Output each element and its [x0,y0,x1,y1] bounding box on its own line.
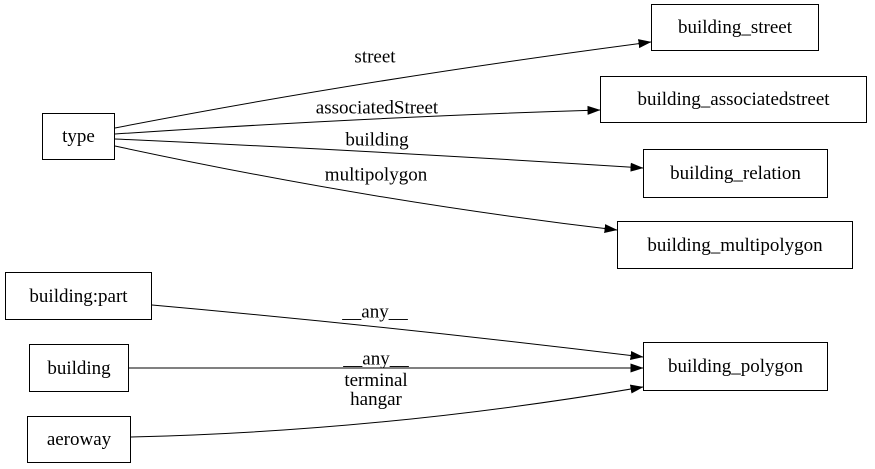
edge-label-multipolygon: multipolygon [324,164,428,186]
node-building-relation-label: building_relation [670,163,801,184]
node-building-street: building_street [651,4,819,51]
edge-type-building_relation [114,138,644,172]
node-building-label: building [47,357,111,379]
edge-label-terminal: terminal [344,370,408,391]
edge-type-building_street [114,39,652,129]
edge-type-building_associatedstreet [114,105,601,135]
edge-label-any-building: __any__ [343,348,409,370]
node-type-label: type [62,126,95,147]
node-building-street-label: building_street [678,17,792,38]
node-building-associatedstreet-label: building_associatedstreet [637,89,830,110]
edge-label-terminal-hangar: terminal hangar [344,371,407,409]
node-building-polygon-label: building_polygon [667,356,804,377]
edge-label-building: building [345,129,409,151]
node-building-multipolygon-label: building_multipolygon [647,234,823,256]
node-building-associatedstreet: building_associatedstreet [600,76,867,123]
node-aeroway-label: aeroway [46,429,112,450]
node-building-multipolygon: building_multipolygon [617,221,853,269]
edge-label-any-buildingpart: __any__ [342,301,408,323]
node-building-polygon: building_polygon [643,342,828,391]
node-building-part-label: building:part [29,285,128,307]
edge-type-building_multipolygon [114,145,618,234]
node-type: type [42,113,115,160]
node-building-part: building:part [5,272,152,320]
edge-aeroway-building_polygon [130,384,644,438]
edge-buildingpart-building_polygon [151,304,644,360]
node-building: building [29,344,129,392]
node-aeroway: aeroway [27,416,131,463]
edge-label-associatedstreet: associatedStreet [315,97,439,119]
node-building-relation: building_relation [643,149,828,198]
edge-label-street: street [354,46,396,68]
edge-label-hangar: hangar [350,389,402,410]
